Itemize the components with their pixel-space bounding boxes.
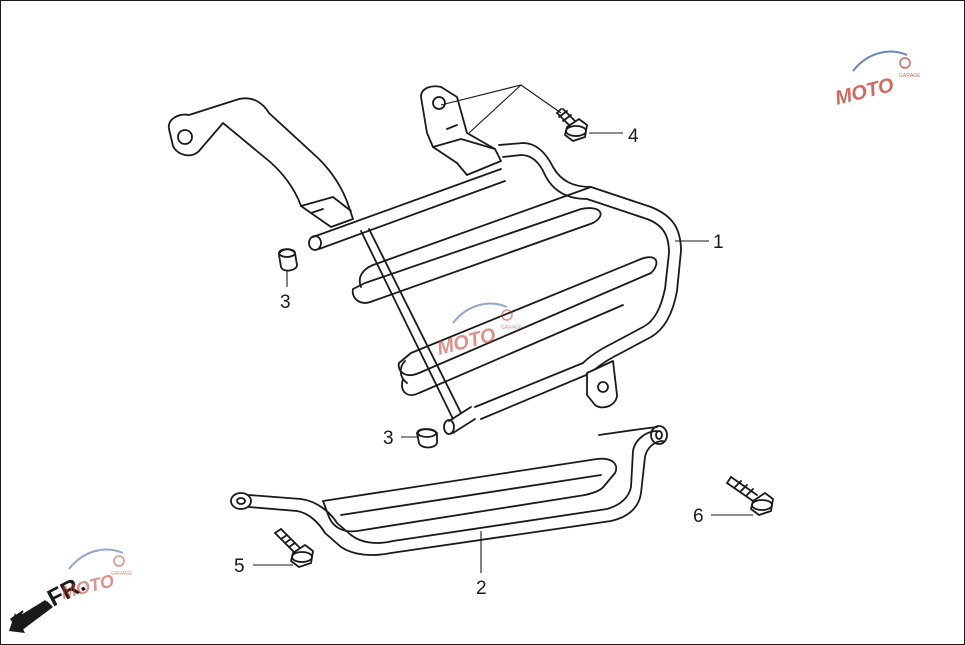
flange-bolt-top	[556, 108, 588, 142]
watermark-logo-top-right: MOTO GARAGE	[833, 50, 921, 110]
watermark-logo-text: MOTO	[833, 74, 897, 110]
rack-outer-rail-b	[474, 154, 670, 408]
watermark-gear-icon	[899, 57, 911, 69]
watermark-gear-icon	[501, 309, 513, 321]
side-rail-top-tube	[598, 426, 658, 436]
watermark-sub-text: GARAGE	[501, 325, 523, 331]
watermark-swoosh-icon	[452, 302, 508, 324]
callout-5: 5	[234, 556, 245, 577]
rack-clamp-hole	[597, 381, 609, 393]
watermark-swoosh-icon	[852, 50, 908, 72]
side-rail-loop-inner	[340, 474, 602, 516]
watermark-gear-icon	[113, 555, 125, 567]
watermark-sub-text: GARAGE	[111, 571, 133, 577]
side-rail-inner	[248, 440, 664, 556]
rack-strut	[360, 228, 462, 420]
side-rail-end-right-hole	[655, 430, 663, 440]
left-bracket-slot	[310, 208, 324, 214]
watermark-sub-text: GARAGE	[899, 73, 921, 79]
callout-1: 1	[713, 232, 724, 253]
callout-6: 6	[693, 506, 704, 527]
right-bracket-flange	[432, 138, 496, 150]
side-rail-end-right	[650, 425, 668, 445]
front-arrow-shaft	[13, 601, 53, 631]
left-bracket-hole	[177, 129, 193, 145]
cap-lower	[416, 428, 438, 449]
cross-tube-end	[308, 235, 322, 251]
right-bracket-slot	[446, 124, 458, 130]
leader-lines	[253, 84, 753, 573]
right-bracket-hole	[432, 96, 446, 110]
side-rail	[230, 425, 668, 556]
rack-inner-bend	[399, 360, 408, 384]
bolt-right	[726, 476, 774, 516]
side-rail-loop	[322, 457, 618, 533]
rack-inner-rail-3	[401, 304, 624, 396]
left-bracket-flange	[300, 196, 352, 212]
rack-clamp	[586, 360, 618, 409]
bolt-left	[274, 528, 314, 568]
rear-carrier-rack	[167, 85, 682, 435]
side-rail-end-left	[230, 492, 252, 510]
side-rail-outer	[248, 430, 658, 544]
rack-inner-rail-2	[397, 256, 658, 376]
watermark-swoosh-icon	[68, 548, 124, 570]
rack-inner-rail-1	[351, 207, 602, 304]
callout-3-upper: 3	[280, 292, 291, 313]
cross-tube-top-a	[312, 168, 502, 238]
callout-4: 4	[628, 126, 639, 147]
cap-upper	[278, 248, 298, 272]
callout-2: 2	[476, 578, 487, 599]
rack-inner-rail-1b	[358, 186, 592, 288]
side-rail-end-left-hole	[236, 497, 246, 505]
rack-outer-rail-a	[480, 142, 682, 420]
cross-tube-top-b	[318, 180, 506, 250]
rack-lower-tube-end	[443, 419, 455, 435]
leader-4-fan	[440, 84, 562, 134]
callout-3-lower: 3	[383, 428, 394, 449]
front-arrow-head	[9, 613, 25, 633]
left-bracket	[167, 97, 354, 228]
